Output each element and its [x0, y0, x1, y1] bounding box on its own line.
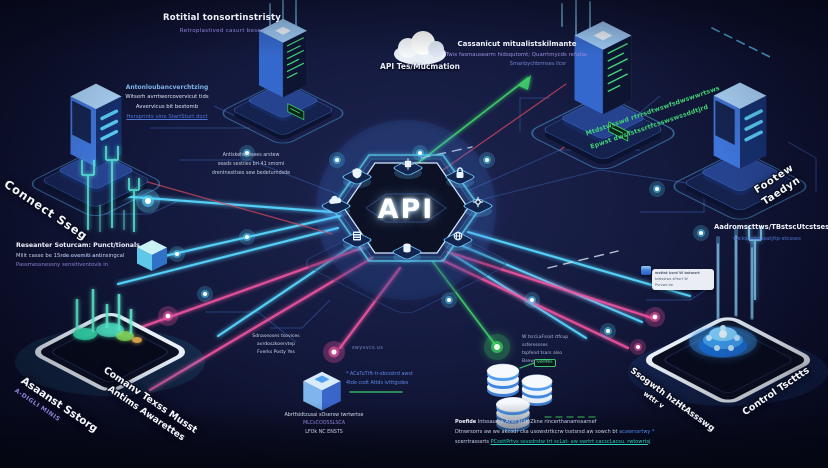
cube-teal: [137, 240, 167, 271]
cloud-icon: [394, 31, 446, 71]
tablet-right: [628, 317, 828, 406]
server-tower-right: [666, 80, 814, 225]
cube-blue: [303, 371, 341, 411]
tablet-left: [15, 289, 205, 396]
database-cylinders: [486, 363, 553, 432]
tablet-left-city-glow: [73, 289, 142, 343]
server-tower-top-left: [216, 17, 350, 147]
tooltip-cube-icon: [641, 266, 651, 275]
